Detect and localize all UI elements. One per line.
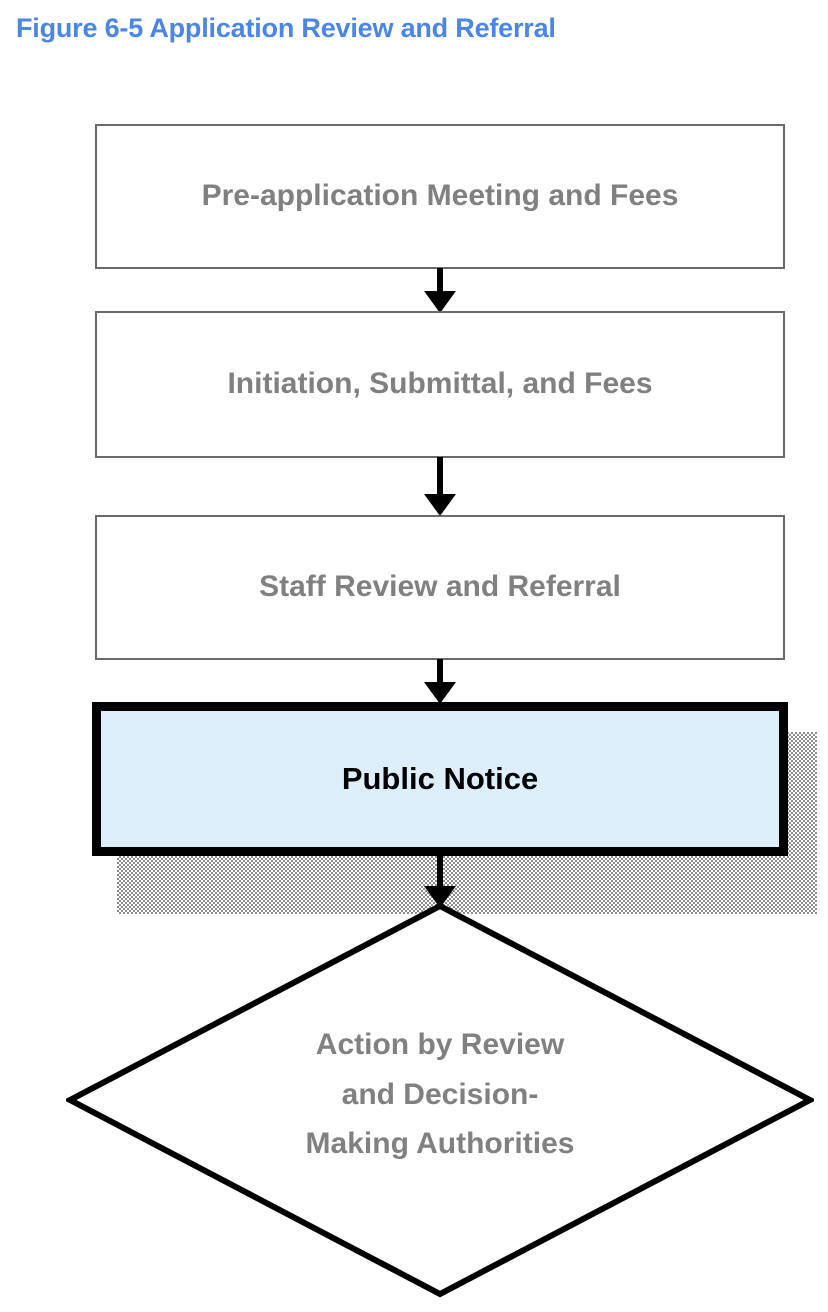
flow-node-label: Action by Review and Decision- Making Au… bbox=[305, 1028, 575, 1160]
flow-node-label: Initiation, Submittal, and Fees bbox=[227, 367, 653, 401]
arrow-head-down-icon bbox=[424, 494, 456, 516]
arrow-head-down-icon bbox=[424, 291, 456, 313]
connector-arrow-1 bbox=[424, 268, 456, 313]
flow-node-initiation[interactable]: Initiation, Submittal, and Fees bbox=[95, 311, 785, 458]
arrow-shaft bbox=[437, 268, 443, 292]
flow-node-label: Pre-application Meeting and Fees bbox=[201, 179, 679, 213]
flow-node-action-by-review-wrapper[interactable]: Action by Review and Decision- Making Au… bbox=[66, 902, 814, 1298]
arrow-shaft bbox=[437, 659, 443, 683]
connector-arrow-2 bbox=[424, 457, 456, 517]
arrow-head-down-icon bbox=[424, 682, 456, 704]
flow-node-staff-review[interactable]: Staff Review and Referral bbox=[95, 515, 785, 660]
arrow-shaft bbox=[437, 457, 443, 495]
figure-title: Figure 6-5 Application Review and Referr… bbox=[16, 13, 556, 43]
flow-node-public-notice[interactable]: Public Notice bbox=[92, 702, 788, 856]
flow-node-label: Staff Review and Referral bbox=[259, 570, 621, 604]
connector-arrow-4 bbox=[424, 855, 456, 910]
connector-arrow-3 bbox=[424, 659, 456, 705]
flow-node-label: Public Notice bbox=[341, 761, 539, 797]
arrow-head-down-icon bbox=[424, 886, 456, 908]
flow-node-pre-application[interactable]: Pre-application Meeting and Fees bbox=[95, 124, 785, 269]
flow-node-public-notice-wrapper: Public Notice bbox=[92, 702, 817, 914]
decision-diamond-shape bbox=[66, 902, 814, 1298]
arrow-shaft bbox=[437, 855, 443, 887]
